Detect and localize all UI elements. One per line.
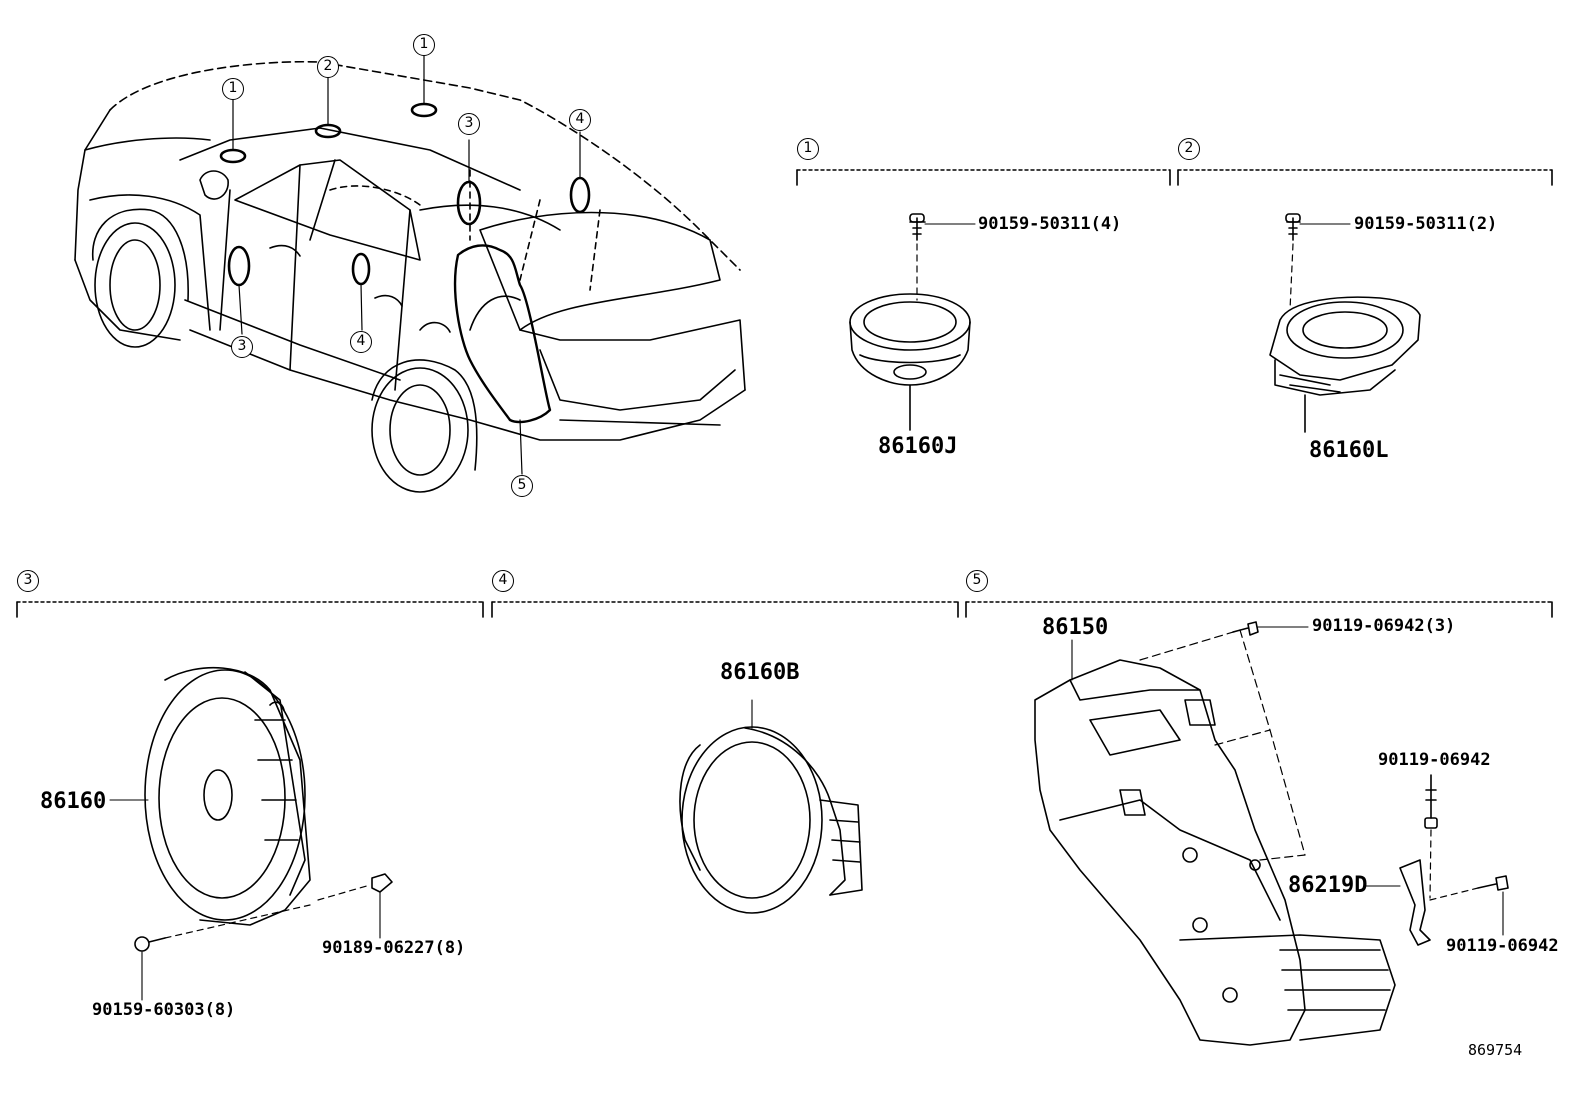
part-label-86160J: 86160J [878,434,958,459]
speaker-86160J [849,213,976,431]
speaker-86160L [1269,213,1421,433]
part-label-86160L: 86160L [1309,438,1389,463]
subwoofer-86150 [1034,621,1509,1046]
callout-3-car-front: 3 [231,336,253,358]
section-1-number: 1 [797,138,819,160]
fastener-label-s5-vertical: 90119-06942 [1378,750,1491,770]
callout-1-car-right: 1 [413,34,435,56]
part-label-86150: 86150 [1042,615,1109,640]
part-label-86160B: 86160B [720,660,800,685]
section-3-number: 3 [17,570,39,592]
section-5-number: 5 [966,570,988,592]
callout-4-car-front: 4 [350,331,372,353]
fastener-label-s5-side: 90119-06942 [1446,936,1559,956]
diagram-id: 869754 [1468,1041,1523,1059]
fastener-label-s5-top: 90119-06942(3) [1312,616,1456,636]
vehicle-illustration [74,60,746,493]
part-label-86160: 86160 [40,789,107,814]
callout-1-car-left: 1 [222,78,244,100]
fastener-label-s3-bolt: 90159-60303(8) [92,1000,236,1020]
fastener-label-s3-clip: 90189-06227(8) [322,938,466,958]
callout-4-car-rear: 4 [569,109,591,131]
fastener-label-s2: 90159-50311(2) [1354,214,1498,234]
callout-3-car-rear: 3 [458,113,480,135]
callout-5-car: 5 [511,475,533,497]
part-label-86219D: 86219D [1288,873,1368,898]
section-2-number: 2 [1178,138,1200,160]
section-brackets [16,169,1553,603]
speaker-86160 [109,666,393,1001]
speaker-86160B [679,699,863,914]
fastener-label-s1: 90159-50311(4) [978,214,1122,234]
callout-2-car: 2 [317,56,339,78]
section-4-number: 4 [492,570,514,592]
